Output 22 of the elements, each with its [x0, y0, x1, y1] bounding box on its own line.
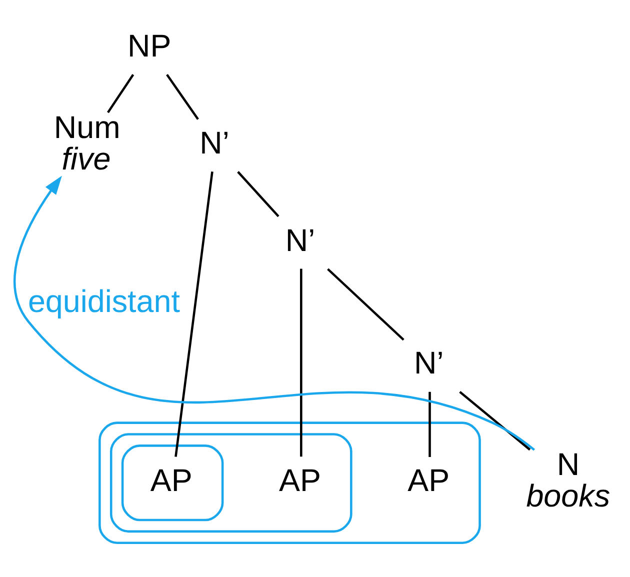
node-text: AP — [150, 462, 192, 498]
node-text: N’ — [200, 126, 230, 161]
node-text: AP — [279, 462, 321, 498]
connector — [327, 268, 404, 341]
connector — [459, 391, 531, 451]
node-text: Num five — [54, 110, 120, 176]
cluster — [98, 422, 481, 544]
connector — [428, 392, 431, 458]
arrow — [14, 176, 535, 451]
node-text: AP — [408, 462, 450, 498]
node-text: NP — [128, 28, 172, 64]
cluster — [121, 444, 224, 522]
node-text: N’ — [285, 222, 316, 258]
connector — [166, 74, 199, 120]
cluster — [110, 433, 352, 533]
connector — [174, 171, 214, 457]
node-text: N’ — [414, 346, 444, 381]
edge-label: equidistant — [28, 284, 180, 320]
connector — [300, 268, 302, 457]
node-text: N books — [526, 447, 610, 514]
connector — [237, 171, 280, 218]
connector — [107, 74, 134, 114]
